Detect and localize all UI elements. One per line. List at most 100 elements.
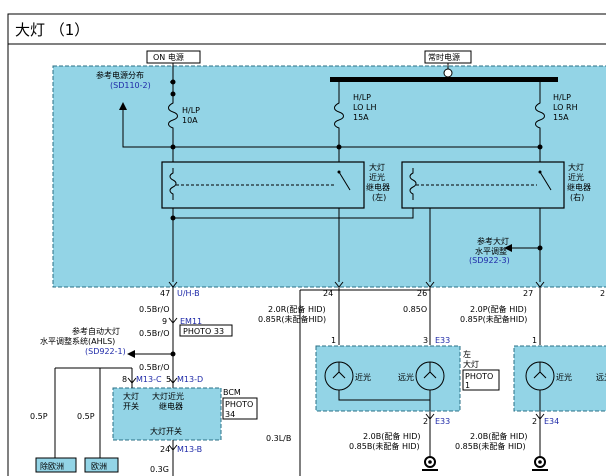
photo33-box [179,324,233,337]
constant-power-label: 常时电源 [428,52,460,62]
wire-ref-arrow [122,108,173,148]
relay-left-label-2: 近光 [369,172,385,182]
conn-e33b: E33 [435,417,450,426]
relay-right-label-4: (右) [570,192,584,202]
ground-left-terminal-core [428,460,432,464]
fuse-lolh-label-2: LO LH [353,103,376,112]
pin-8: 8 [122,375,127,384]
on-power-label: ON 电源 [153,52,184,62]
relay-right-label-3: 继电器 [567,182,591,192]
conn-pin-2a-symbol [425,413,435,420]
conn-m13b: M13-B [177,445,202,454]
right-lowbeam-filament [533,362,547,379]
pin-27: 27 [523,289,533,298]
diagram-frame [7,13,606,476]
fuse-lorh-label-1: H/LP [553,93,571,102]
relay-right-contact-dot [538,170,542,174]
fuse-lorh-label-2: LO RH [553,103,578,112]
fuse-hlp-symbol [168,95,178,135]
fuse-lolh-label-1: H/LP [353,93,371,102]
relay-left-label-1: 大灯 [369,162,385,172]
left-lowbeam-filament [332,362,346,379]
bcm-hlsw-label: 大灯开关 [150,426,182,436]
photo34-label-1: PHOTO [225,400,253,409]
bcm-relay-label-2: 继电器 [159,401,183,411]
photo1-box [462,369,500,391]
conn-m13d: M13-D [177,375,203,384]
relay-left-contact-dot [337,170,341,174]
conn-m13c: M13-C [136,375,162,384]
relay-right-box [401,161,565,209]
photo33-label: PHOTO 33 [183,327,224,336]
pin-24: 24 [323,289,333,298]
left-lowbeam-label: 近光 [355,372,371,382]
conn-e34: E34 [544,417,559,426]
relay-left-coil [169,168,177,200]
right-lowbeam-label: 近光 [556,372,572,382]
page-title: 大灯 （1） [15,21,89,39]
bcm-sw-label-1: 大灯 [123,391,139,401]
left-lamp-label-1: 左 [463,349,471,359]
ahls-arrow-head [127,350,135,358]
ahls-ref-1: 参考自动大灯 [72,326,120,336]
ahls-ref-2: 水平调整系统(AHLS) [40,336,115,346]
relay-right-label-1: 大灯 [568,162,584,172]
ref-arrow-head [119,102,127,110]
wire-l-hid-1: 2.0R(配备 HID) [268,304,326,314]
right-highbeam-label: 远光 [596,372,606,382]
fuse-hlp-amp: 10A [182,116,198,125]
conn-pin-8-symbol [127,377,137,384]
relay-left-label-3: 继电器 [366,182,390,192]
constant-power-terminal [443,68,453,78]
ground-right-terminal-core [538,460,542,464]
pin-3a: 3 [423,336,428,345]
pin-1a: 1 [331,336,336,345]
pin-2a: 2 [423,417,428,426]
conn-pin-2b-symbol [535,413,545,420]
photo34-label-2: 34 [225,410,235,419]
bcm-panel [112,387,222,441]
junction-box-panel [52,65,606,288]
bcm-sw-label-2: 开关 [123,401,139,411]
pin-9: 9 [162,317,167,326]
pin-2c: 2 [600,289,605,298]
eu-box [84,457,119,473]
conn-pin-5-symbol [168,377,178,384]
left-highbeam-label: 远光 [398,372,414,382]
wire-05o: 0.85O [403,305,427,314]
relay-left-box [161,161,365,209]
wire-05bro-2: 0.5Br/O [139,329,170,338]
excl-eu-box [35,457,77,473]
bcm-relay-label-1: 大灯近光 [152,391,184,401]
wire-b-hid-1: 2.0B(配备 HID) [363,431,421,441]
pin-24b: 24 [160,445,170,454]
constant-power-busbar [330,77,558,82]
pin-1b: 1 [532,336,537,345]
pin-47: 47 [160,289,170,298]
fuse-lolh-symbol [334,95,344,135]
fuse-lorh-label-3: 15A [553,113,569,122]
wire-r-hid-1: 2.0P(配备 HID) [470,304,527,314]
wire-03lb: 0.3L/B [266,434,291,443]
fuse-lolh-label-3: 15A [353,113,369,122]
left-highbeam-filament [423,362,437,379]
wire-b-hid-2: 0.85B(未配备 HID) [349,441,420,451]
wire-b-hid-3: 2.0B(配备 HID) [470,431,528,441]
conn-pin-24b-symbol [168,444,178,451]
ref-power-code: (SD110-2) [110,81,151,90]
photo34-box [222,397,258,420]
left-headlamp-panel [315,345,461,412]
left-lamp-label-2: 大灯 [463,359,479,369]
left-lamp-ground [338,390,431,401]
ref-power-label: 参考电源分布 [96,70,144,80]
level-ref-code: (SD922-3) [469,256,510,265]
wire-05p-label-2: 0.5P [77,412,95,421]
excl-eu-label: 除欧洲 [40,461,64,471]
wire-05p-label-1: 0.5P [30,412,48,421]
relay-right-contact [539,171,552,191]
conn-uhb: U/H-B [177,289,200,298]
wire-coil-bus [173,208,414,219]
relay-left-label-4: (左) [372,192,386,202]
wire-03g: 0.3G [150,465,169,474]
